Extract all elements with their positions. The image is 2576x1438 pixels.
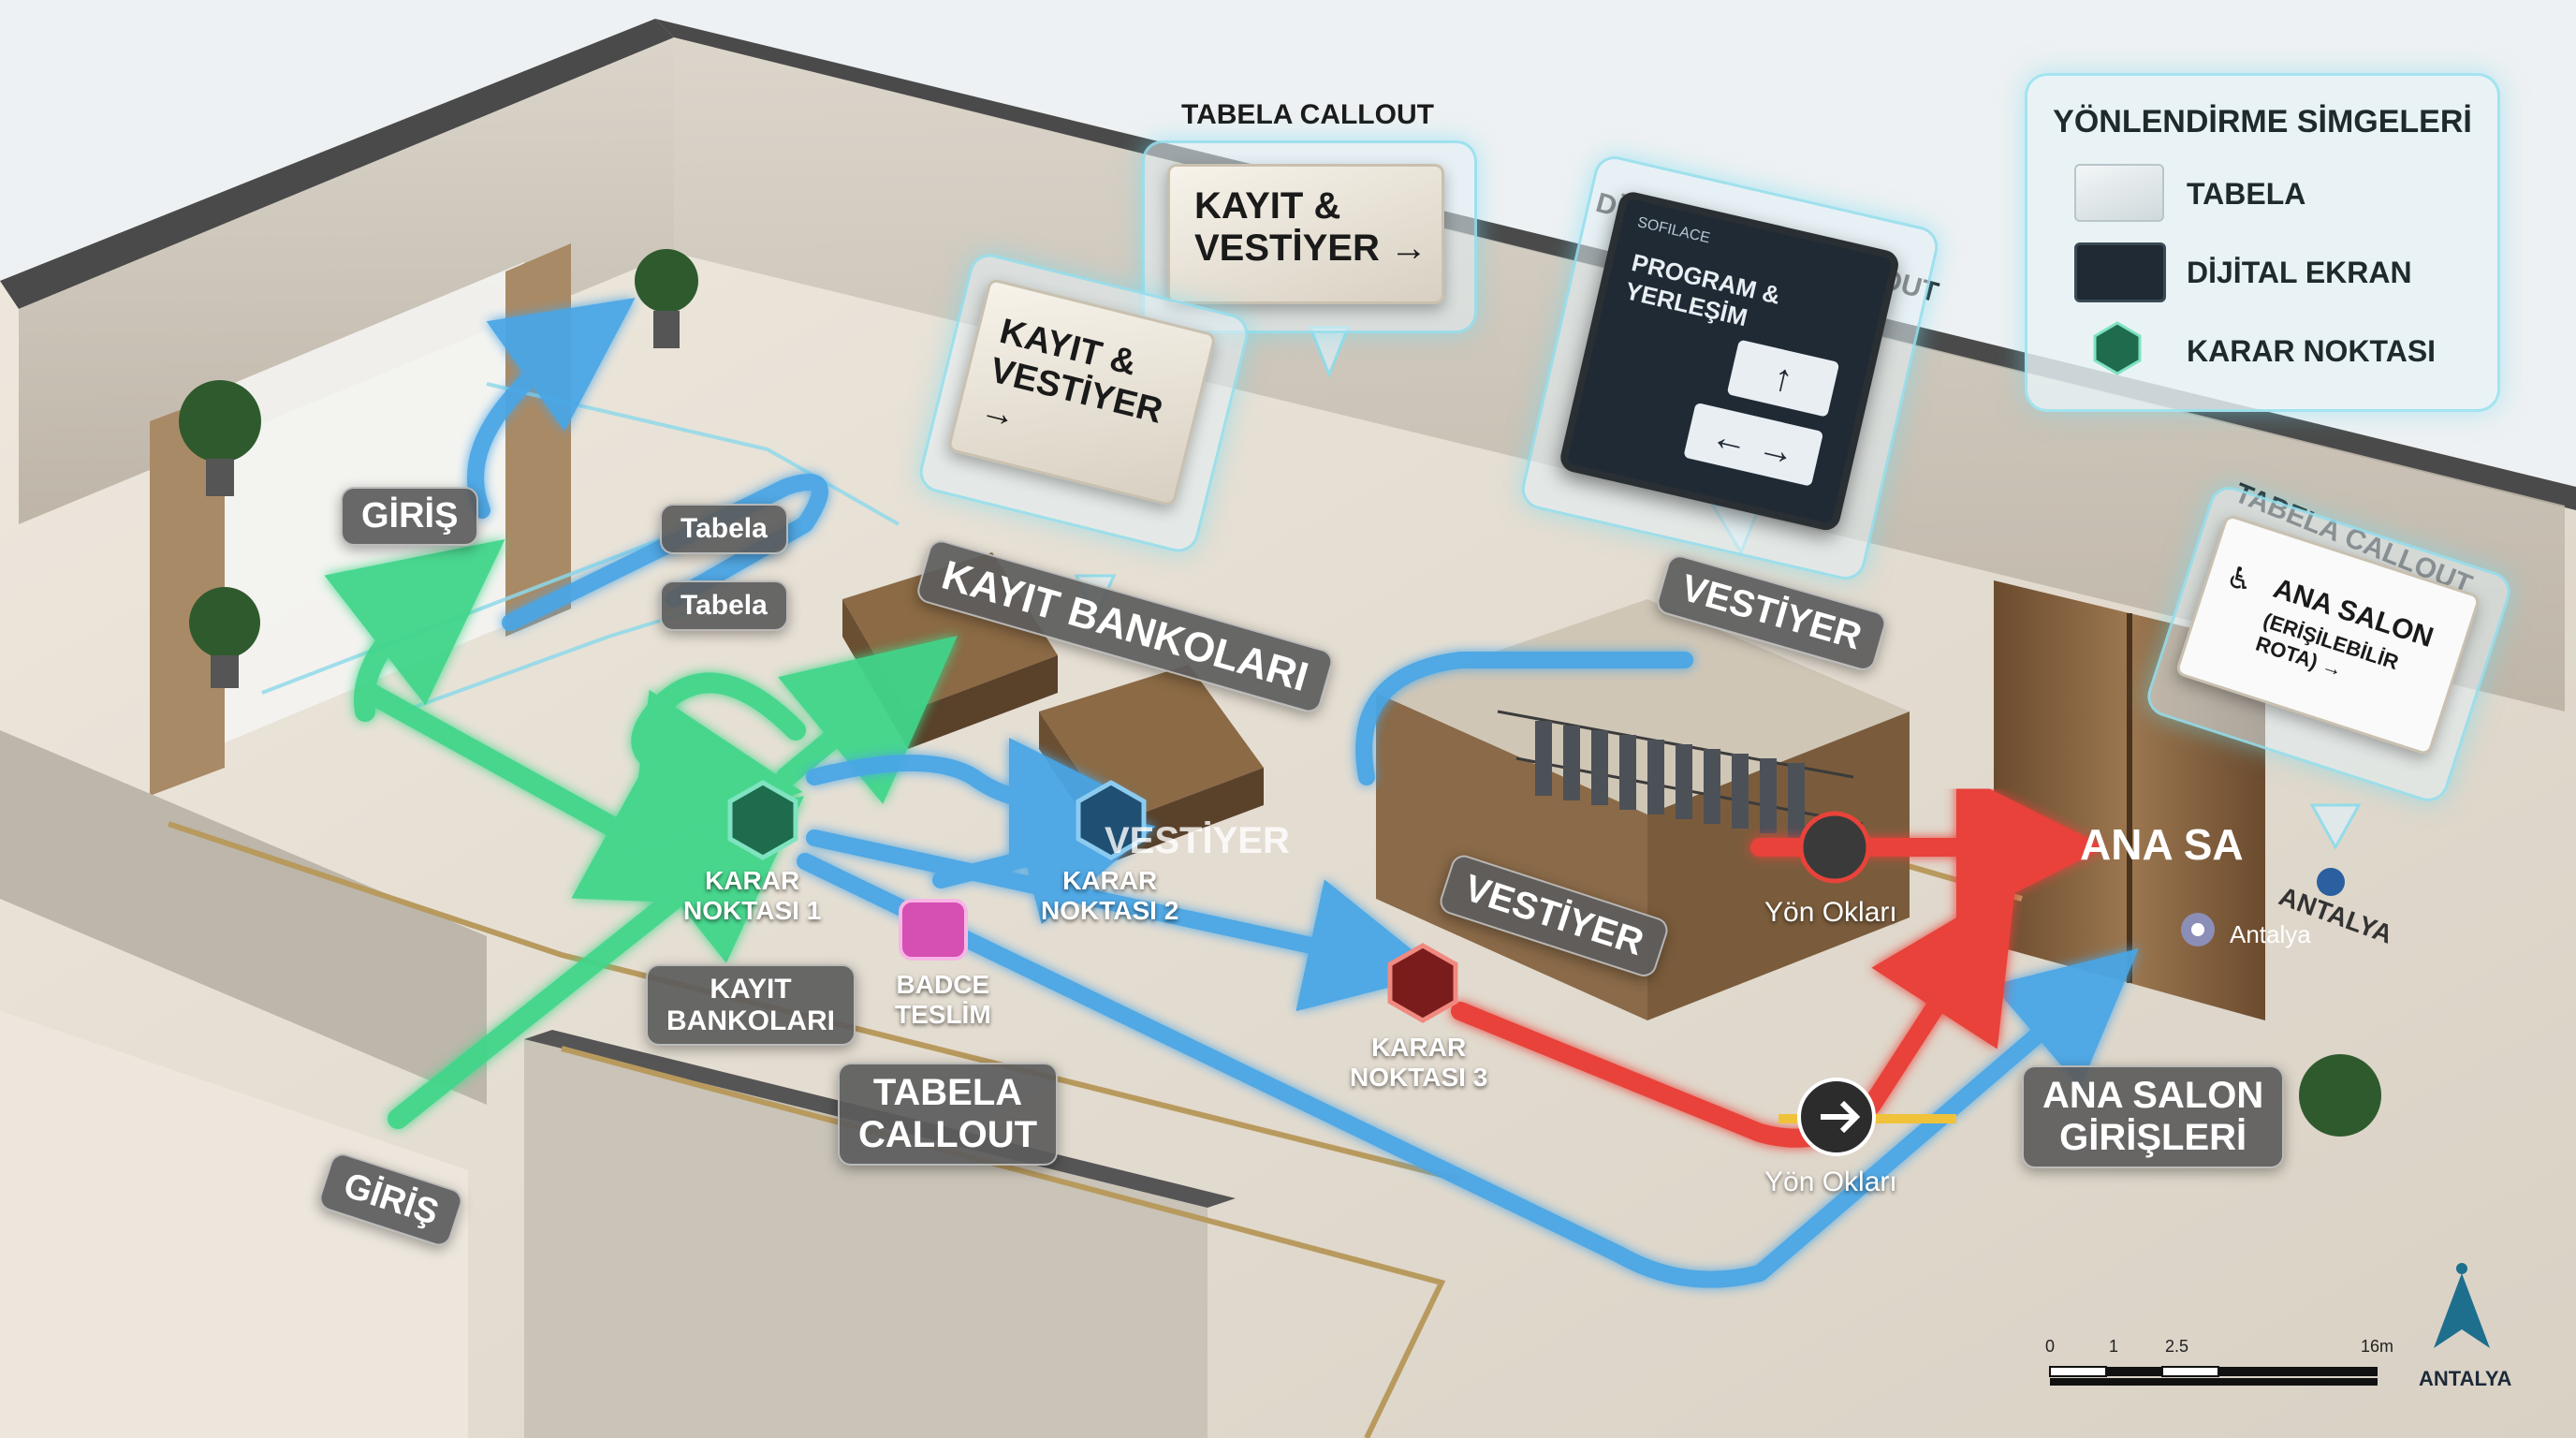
back-wall-left [19, 37, 674, 524]
label-karar-3: KARAR NOKTASI 3 [1350, 1033, 1487, 1093]
label-badge-line1: BADCE [896, 970, 990, 999]
label-ana-salon-girisleri: ANA SALON GİRİŞLERİ [2022, 1065, 2285, 1168]
label-tabela-callout-mid: TABELA CALLOUT [838, 1063, 1059, 1166]
person-icon: ♿ [2222, 558, 2259, 599]
label-yon-oklari-1: Yön Okları [1764, 897, 1897, 928]
route-green-primary [324, 538, 958, 1129]
tabela-callout-top-panel: KAYIT & VESTİYER → [1142, 140, 1477, 333]
plant-3 [635, 249, 698, 348]
label-yon-oklari-2: Yön Okları [1764, 1167, 1897, 1197]
outer-wall-back [0, 19, 674, 309]
label-kayit-line2: BANKOLARI [666, 1005, 835, 1036]
label-tabela-callout-line2: CALLOUT [858, 1113, 1038, 1155]
label-badge-line2: TESLİM [895, 1000, 991, 1030]
legend-panel: YÖNLENDİRME SİMGELERİ TABELA DİJİTAL EKR… [2025, 73, 2500, 412]
location-pin-icon-2 [2317, 868, 2345, 896]
label-karar-3-line2: NOKTASI 3 [1350, 1063, 1488, 1093]
label-tabela-1: Tabela [660, 504, 788, 554]
legend-label-tabela: TABELA [2187, 177, 2306, 211]
plant-2 [189, 587, 260, 688]
direction-arrow-marker-2 [1797, 1078, 1876, 1156]
tabela-sign-top-line1: KAYIT & [1194, 185, 1341, 227]
tabela-callout-top-title: TABELA CALLOUT [1181, 99, 1434, 130]
digital-screen: SOFILACE PROGRAM & YERLEŞİM ↑ ← → [1558, 189, 1902, 534]
direction-arrow-marker-1 [1798, 811, 1871, 884]
decision-point-3-marker [1387, 943, 1458, 1023]
scale-tick-2: 2.5 [2165, 1337, 2189, 1356]
label-kayit-line1: KAYIT [710, 974, 792, 1005]
tabela-sign-left: KAYIT & VESTİYER → [946, 277, 1217, 507]
legend-label-digital: DİJİTAL EKRAN [2187, 256, 2412, 289]
label-karar-1-line1: KARAR [705, 866, 800, 895]
lower-wall-left [0, 730, 487, 1105]
label-ana-salon-line2: GİRİŞLERİ [2059, 1116, 2247, 1158]
location-pin-icon-1 [2181, 913, 2215, 946]
decision-point-1-marker [727, 780, 798, 860]
legend-title: YÖNLENDİRME SİMGELERİ [2053, 104, 2472, 139]
label-karar-1: KARAR NOKTASI 1 [683, 866, 821, 926]
scale-tick-1: 1 [2109, 1337, 2119, 1356]
label-karar-3-line1: KARAR [1371, 1033, 1467, 1062]
logo-text: ANTALYA [2419, 1367, 2512, 1390]
tabela-sign-top-line2: VESTİYER → [1194, 227, 1427, 269]
left-right-arrow-icon: ← → [1683, 402, 1824, 487]
label-karar-2: KARAR NOKTASI 2 [1041, 866, 1178, 926]
plant-4 [2299, 1054, 2381, 1137]
tabela-icon [2074, 164, 2164, 222]
label-vestiyer-ghost: VESTİYER [1105, 820, 1290, 861]
lower-wall-block [524, 1039, 1208, 1438]
legend-label-decision: KARAR NOKTASI [2187, 334, 2437, 368]
label-ana-salon-line1: ANA SALON [2042, 1075, 2264, 1116]
label-karar-2-line1: KARAR [1062, 866, 1158, 895]
decision-point-icon [2093, 321, 2142, 375]
badge-pickup-marker [899, 899, 968, 961]
lower-room-floor [0, 1011, 468, 1438]
label-tabela-2: Tabela [660, 580, 788, 631]
antalya-logo [2434, 1263, 2490, 1348]
digital-screen-brand: SOFILACE [1635, 214, 1712, 247]
plant-1 [179, 380, 261, 496]
label-karar-1-line2: NOKTASI 1 [683, 896, 822, 926]
label-tabela-callout-line1: TABELA [872, 1072, 1023, 1113]
decision-point-2-marker [1076, 780, 1147, 860]
scale-bar [2049, 1366, 2378, 1386]
tabela-sign-top: KAYIT & VESTİYER → [1167, 164, 1444, 304]
label-antalya-pin: Antalya [2230, 920, 2311, 948]
route-blue-secondary [467, 298, 2139, 1288]
label-karar-2-line2: NOKTASI 2 [1041, 896, 1179, 926]
label-ana-sa: ANA SA [2080, 820, 2244, 869]
scale-tick-0: 0 [2045, 1337, 2056, 1356]
digital-screen-icon [2074, 242, 2166, 302]
label-badge: BADCE TESLİM [895, 970, 991, 1030]
scale-tick-3: 16m [2361, 1337, 2394, 1356]
label-giris-top: GİRİŞ [341, 487, 479, 546]
label-kayit-bankolari-small: KAYIT BANKOLARI [646, 964, 856, 1047]
